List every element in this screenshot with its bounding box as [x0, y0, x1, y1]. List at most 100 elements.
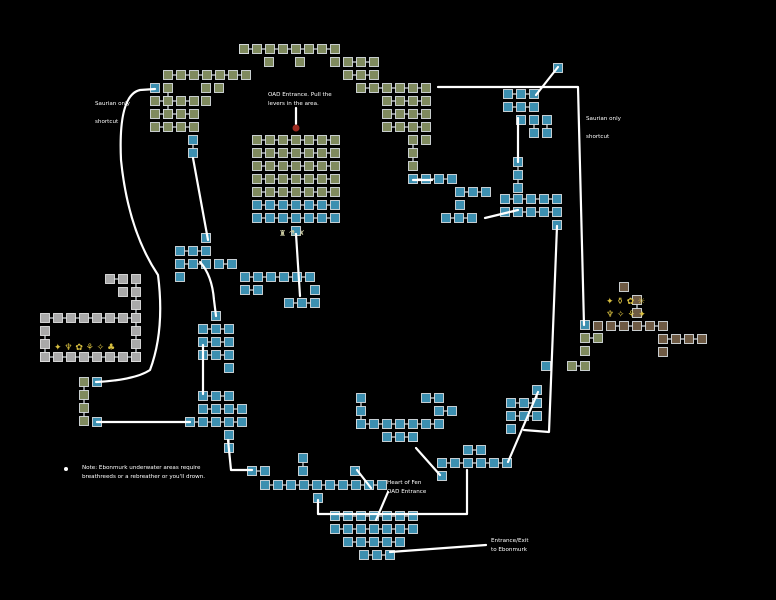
map-room	[265, 213, 275, 223]
map-room	[421, 96, 431, 106]
map-room	[658, 321, 668, 331]
map-room	[359, 550, 369, 560]
map-room	[253, 272, 263, 282]
map-room	[619, 321, 629, 331]
map-room	[421, 83, 431, 93]
map-room	[163, 109, 173, 119]
map-room	[201, 246, 211, 256]
map-room	[330, 57, 340, 67]
map-room	[163, 83, 173, 93]
map-room	[131, 274, 141, 284]
map-room	[131, 313, 141, 323]
map-room	[260, 466, 270, 476]
map-room	[382, 419, 392, 429]
map-room	[202, 70, 212, 80]
map-room	[481, 187, 491, 197]
map-room	[298, 466, 308, 476]
map-room	[408, 511, 418, 521]
map-room	[356, 537, 366, 547]
route-top-right-long	[436, 85, 586, 327]
map-room	[385, 550, 395, 560]
map-room	[299, 480, 309, 490]
map-room	[176, 96, 186, 106]
map-room	[593, 333, 603, 343]
map-room	[252, 135, 262, 145]
map-room	[395, 511, 405, 521]
map-room	[131, 287, 141, 297]
map-room	[228, 70, 238, 80]
map-room	[304, 161, 314, 171]
map-room	[189, 109, 199, 119]
map-room	[476, 445, 486, 455]
map-room	[356, 393, 366, 403]
map-room	[532, 411, 542, 421]
map-room	[408, 109, 418, 119]
map-room	[463, 458, 473, 468]
map-room	[542, 128, 552, 138]
map-room	[175, 259, 185, 269]
map-room	[215, 70, 225, 80]
map-room	[252, 44, 262, 54]
map-room	[330, 174, 340, 184]
map-room	[79, 377, 89, 387]
label-saurian-right: Saurian only shortcut	[586, 116, 621, 140]
map-room	[286, 480, 296, 490]
map-room	[189, 70, 199, 80]
map-room	[264, 57, 274, 67]
map-room	[176, 109, 186, 119]
map-room	[284, 298, 294, 308]
map-room	[224, 391, 234, 401]
map-room	[273, 480, 283, 490]
map-room	[224, 430, 234, 440]
map-room	[447, 406, 457, 416]
map-room	[224, 404, 234, 414]
route-upper-left-connector	[191, 156, 210, 242]
map-room	[188, 135, 198, 145]
map-room	[291, 213, 301, 223]
map-room	[304, 200, 314, 210]
map-room	[79, 313, 89, 323]
map-room	[434, 406, 444, 416]
map-room	[227, 259, 237, 269]
map-room	[369, 57, 379, 67]
map-room	[198, 324, 208, 334]
map-room	[542, 115, 552, 125]
map-room	[330, 524, 340, 534]
map-room	[150, 122, 160, 132]
map-room	[463, 445, 473, 455]
map-room	[291, 200, 301, 210]
map-room	[175, 246, 185, 256]
map-room	[118, 352, 128, 362]
map-room	[265, 187, 275, 197]
map-room	[118, 274, 128, 284]
map-room	[567, 361, 577, 371]
map-room	[513, 183, 523, 193]
map-room	[317, 161, 327, 171]
map-room	[441, 213, 451, 223]
map-room	[291, 135, 301, 145]
map-room	[539, 207, 549, 217]
map-room	[408, 135, 418, 145]
map-room	[506, 398, 516, 408]
map-room	[382, 537, 392, 547]
map-room	[304, 174, 314, 184]
map-room	[356, 70, 366, 80]
map-room	[118, 313, 128, 323]
map-room	[437, 458, 447, 468]
map-room	[79, 416, 89, 426]
map-room	[211, 404, 221, 414]
route-right-mid2	[483, 208, 520, 220]
map-room	[278, 148, 288, 158]
map-room	[369, 419, 379, 429]
map-room	[266, 272, 276, 282]
map-room	[408, 432, 418, 442]
map-room	[382, 109, 392, 119]
map-room	[356, 57, 366, 67]
route-diag-lower	[414, 446, 442, 477]
map-room	[455, 187, 465, 197]
map-room	[382, 96, 392, 106]
map-room	[369, 524, 379, 534]
map-room	[454, 213, 464, 223]
map-room	[265, 161, 275, 171]
